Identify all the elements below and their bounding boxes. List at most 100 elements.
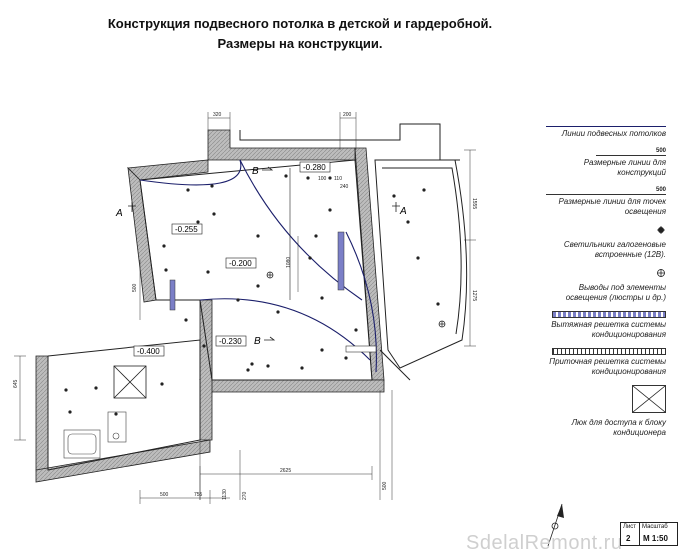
title-line-2: Размеры на конструкции. [217, 36, 383, 51]
room-outlines [47, 123, 468, 471]
section-b-top: B [252, 166, 259, 177]
dim-755: 755 [194, 492, 203, 498]
dim-110: 110 [334, 176, 342, 182]
halogen-lamp-27 [64, 388, 68, 392]
halogen-lamp-3 [306, 176, 310, 180]
curve-bottom [199, 298, 371, 361]
halogen-lamp-11 [308, 256, 312, 260]
stamp-sheet-value: 2 [626, 534, 631, 543]
halogen-lamp-34 [416, 256, 420, 260]
legend-hatch: Люк для доступа к блоку кондиционера [536, 385, 666, 438]
legend: Линии подвесных потолков 500 Размерные л… [536, 126, 666, 446]
legend-supply-label: Приточная решетка системы кондиционирова… [549, 357, 666, 376]
level-l5: -0.400 [137, 347, 160, 356]
halogen-lamp-29 [68, 410, 72, 414]
dim-645: 645 [13, 379, 19, 388]
dim-500c: 500 [382, 481, 388, 490]
level-l2: -0.255 [175, 225, 198, 234]
halogen-lamp-5 [212, 212, 216, 216]
legend-dim-500: 500 [655, 148, 666, 154]
legend-halogen-label: Светильники галогеновые встроенные (12В)… [563, 240, 666, 259]
dimension-lines [14, 112, 476, 504]
halogen-lamp-26 [160, 382, 164, 386]
wall-top [207, 129, 356, 161]
wall-lower-left [35, 355, 49, 471]
legend-supply: Приточная решетка системы кондиционирова… [536, 348, 666, 377]
halogen-lamp-icon [656, 225, 666, 238]
dim-100: 100 [318, 176, 327, 182]
halogen-lamp-30 [114, 412, 118, 416]
wall-bottom [199, 379, 385, 393]
level-l3: -0.200 [229, 259, 252, 268]
dim-1275: 1275 [471, 290, 477, 301]
access-hatch-icon [632, 385, 666, 413]
halogen-lamp-36 [246, 368, 250, 372]
dim-1130: 1130 [222, 489, 228, 500]
halogen-lamp-21 [266, 364, 270, 368]
halogen-lamp-18 [184, 318, 188, 322]
section-marks: A A B B [115, 166, 407, 347]
legend-halogen: Светильники галогеновые встроенные (12В)… [536, 225, 666, 260]
halogen-lamp-12 [164, 268, 168, 272]
balcony-inner [382, 167, 462, 335]
drawing-title: Конструкция подвесного потолка в детской… [80, 14, 520, 54]
dim-500: 500 [160, 492, 169, 498]
legend-outlets: Выводы под элементы освещения (люстры и … [536, 268, 666, 303]
dimension-values: 320 200 100 110 240 1555 1275 1080 2625 … [13, 112, 477, 500]
halogen-lamp-20 [250, 362, 254, 366]
dim-1080: 1080 [286, 257, 292, 268]
dim-240: 240 [340, 184, 349, 190]
section-b-bottom: B [254, 336, 261, 347]
section-a-right: A [399, 206, 407, 217]
watermark: SdelalRemont.ru [466, 532, 623, 554]
halogen-lamp-13 [206, 270, 210, 274]
stamp-sheet-label: Лист [623, 524, 637, 530]
halogen-lamp-10 [314, 234, 318, 238]
nursery-outline [139, 159, 373, 381]
halogen-lamp-6 [328, 208, 332, 212]
access-hatch [113, 365, 147, 399]
supply-grille [345, 345, 377, 353]
exhaust-grille-2 [169, 279, 176, 311]
legend-dim-constr: 500 Размерные линии для конструкций [536, 147, 666, 178]
halogen-lamp-28 [94, 386, 98, 390]
stamp-scale-label: Масштаб [642, 524, 668, 530]
curve-edge [345, 231, 377, 373]
exhaust-grille [337, 231, 345, 291]
halogen-lamp-32 [406, 220, 410, 224]
halogen-lamp-1 [210, 184, 214, 188]
dim-2625: 2625 [280, 468, 291, 474]
legend-lines: Линии подвесных потолков [536, 126, 666, 139]
dim-1555: 1555 [471, 198, 477, 209]
supply-grille-icon [552, 348, 666, 355]
fixtures [63, 411, 127, 459]
dim-320: 320 [213, 112, 222, 118]
legend-outlets-label: Выводы под элементы освещения (люстры и … [565, 283, 666, 302]
halogen-lamp-23 [320, 348, 324, 352]
wall-left-upper [127, 166, 157, 303]
stamp-scale-value: М 1:50 [643, 534, 668, 543]
halogen-lamp-25 [344, 356, 348, 360]
legend-exhaust: Вытяжная решетка системы кондиционирован… [536, 311, 666, 340]
dim-200: 200 [343, 112, 352, 118]
title-line-1: Конструкция подвесного потолка в детской… [107, 16, 493, 31]
legend-dim-points-label: Размерные линии для точек освещения [558, 197, 666, 216]
halogen-lamp-2 [284, 174, 288, 178]
level-labels: -0.280 -0.255 -0.200 -0.230 -0.400 [133, 161, 331, 357]
halogen-lamp-31 [392, 194, 396, 198]
legend-dim-points: 500 Размерные линии для точек освещения [536, 186, 666, 217]
vents [169, 231, 377, 353]
halogen-lamp-22 [300, 366, 304, 370]
halogen-lamp-33 [422, 188, 426, 192]
balcony-outline [374, 159, 468, 369]
north-arrow-icon [540, 500, 570, 555]
wall-lower-bottom [35, 439, 211, 483]
legend-dim-500b: 500 [655, 187, 666, 193]
halogen-lamp-16 [276, 310, 280, 314]
dim-500b: 500 [132, 283, 138, 292]
legend-hatch-label: Люк для доступа к блоку кондиционера [571, 418, 666, 437]
level-l1: -0.280 [303, 163, 326, 172]
section-a-left: A [115, 208, 123, 219]
halogen-lamp-4 [328, 176, 332, 180]
